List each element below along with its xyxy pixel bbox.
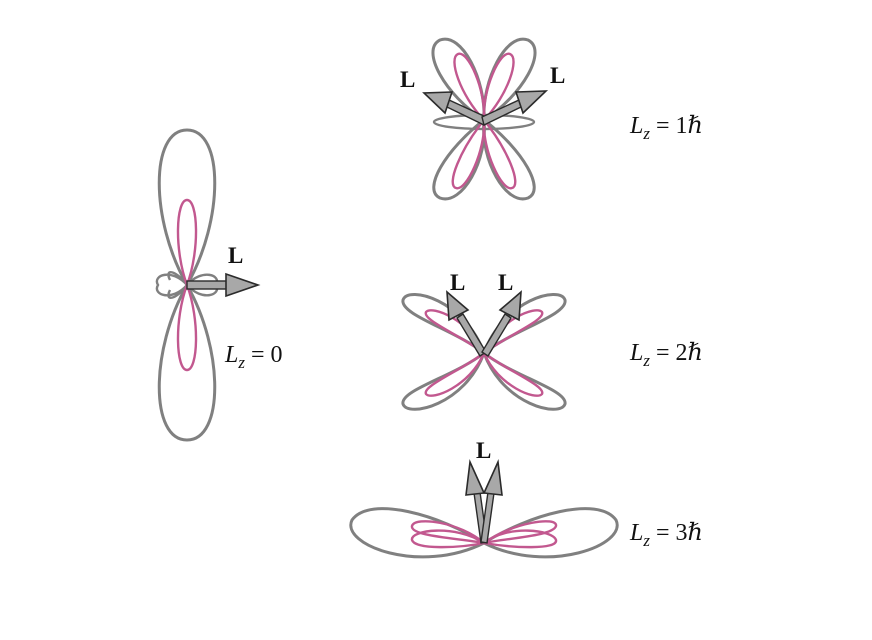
vectors-lz2	[446, 290, 522, 357]
vector-label-lz2-right: L	[498, 270, 513, 295]
lz-label-lz2: Lz= 2ℏ	[629, 340, 703, 370]
outer-lobe-lz3-left	[349, 507, 488, 559]
orbital-lz1	[431, 37, 537, 201]
inner-lobe-lz2-lr	[481, 349, 544, 397]
vector-label-lz1-left: L	[400, 67, 415, 92]
outer-lobe-lz1-ll	[432, 117, 486, 201]
vector-label-lz1-right: L	[550, 63, 565, 88]
outer-lobe-lz1-lr	[482, 117, 536, 201]
lz-label-lz1: Lz= 1ℏ	[629, 113, 703, 143]
lz-label-lz0: Lz= 0	[224, 342, 283, 372]
vector-label-lz2-left: L	[450, 270, 465, 295]
vector-label-lz3: L	[476, 438, 491, 463]
outer-lobe-lz3-right	[480, 507, 619, 559]
vectors-lz1	[422, 90, 549, 127]
inner-lobe-lz2-ll	[424, 349, 487, 397]
lz-label-lz3: Lz= 3ℏ	[629, 520, 703, 550]
vectors-lz3	[465, 459, 503, 544]
vector-label-lz0: L	[228, 243, 243, 268]
vector-lz0	[186, 272, 261, 298]
